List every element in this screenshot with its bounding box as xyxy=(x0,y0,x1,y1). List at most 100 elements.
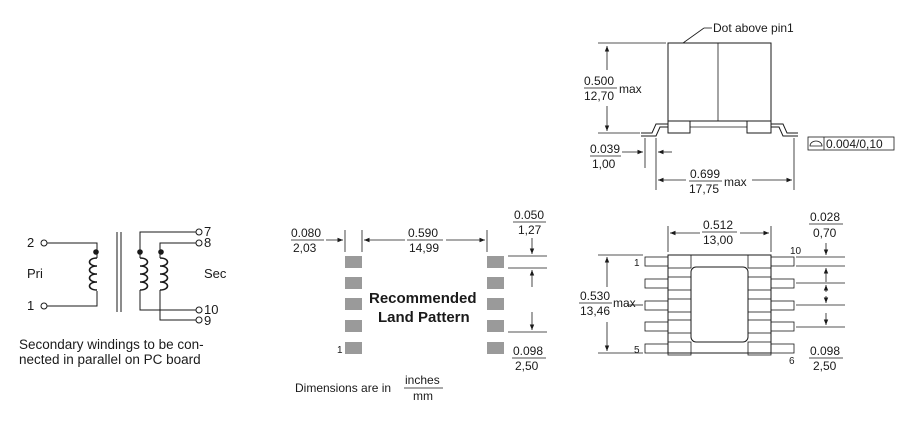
width-inches: 0.530 xyxy=(580,289,610,303)
top-center-window xyxy=(690,266,749,343)
top-pin-5: 5 xyxy=(634,345,640,356)
width-mm: 13,46 xyxy=(580,304,610,318)
lead xyxy=(644,321,669,332)
pin-7-label: 7 xyxy=(204,224,211,239)
side-foot-left xyxy=(667,120,691,134)
lead-shoulder xyxy=(667,341,692,356)
body-width-inches: 0.512 xyxy=(703,218,733,232)
side-lead-right-inner xyxy=(771,126,798,137)
pin-8-terminal xyxy=(195,239,203,247)
lead-width-mm: 0,70 xyxy=(813,226,837,240)
lead-shoulder xyxy=(747,254,772,269)
height-mm: 12,70 xyxy=(584,89,614,103)
lead-pitch-mm: 2,50 xyxy=(813,359,837,373)
side-view: Dot above pin1 0.500 12,70 max 0.039 1,0… xyxy=(584,21,895,196)
lead xyxy=(644,256,669,267)
lead xyxy=(770,300,795,311)
length-mm: 17,75 xyxy=(689,182,719,196)
land-title-line2: Land Pattern xyxy=(378,309,470,326)
pin-9-terminal xyxy=(195,316,203,324)
pitch-mm: 1,27 xyxy=(518,223,542,237)
secondary-lead-7 xyxy=(139,231,196,258)
pin-2-label: 2 xyxy=(27,235,34,250)
pin-8-label: 8 xyxy=(204,235,211,250)
pin-1-label: 1 xyxy=(27,298,34,313)
units-inches: inches xyxy=(405,373,440,387)
lead xyxy=(644,343,669,354)
lead-width-inches: 0.028 xyxy=(810,210,840,224)
pin-9-label: 9 xyxy=(204,313,211,328)
pin-10-terminal xyxy=(195,306,203,314)
secondary-coil-2 xyxy=(159,257,169,291)
land-pad xyxy=(345,298,362,310)
dot-leader xyxy=(682,27,705,44)
lead-shoulder xyxy=(747,341,772,356)
top-pin-6: 6 xyxy=(789,356,795,367)
primary-coil xyxy=(88,257,98,291)
pad-width-inches: 0.080 xyxy=(291,226,321,240)
top-pin-10: 10 xyxy=(790,246,802,257)
lead-shoulder xyxy=(667,298,692,313)
winding-note-line2: nected in parallel on PC board xyxy=(19,352,201,367)
length-max: max xyxy=(724,175,747,189)
pin-7-terminal xyxy=(195,228,203,236)
pin-1-terminal xyxy=(40,302,48,310)
pad-height-inches: 0.098 xyxy=(513,344,543,358)
lead xyxy=(770,256,795,267)
span-inches: 0.590 xyxy=(408,226,438,240)
lead-shoulder xyxy=(667,319,692,334)
lead xyxy=(770,321,795,332)
lead-shoulder xyxy=(747,319,772,334)
span-mm: 14,99 xyxy=(409,241,439,255)
land-pad xyxy=(487,342,504,354)
lead xyxy=(770,343,795,354)
land-title-line1: Recommended xyxy=(369,290,477,307)
dot-above-pin1-label: Dot above pin1 xyxy=(713,21,794,35)
land-pad xyxy=(345,342,362,354)
land-pad xyxy=(345,277,362,289)
top-pin-1: 1 xyxy=(634,258,640,269)
land-pin1-label: 1 xyxy=(337,345,343,356)
land-pad xyxy=(345,256,362,268)
standoff-mm: 1,00 xyxy=(592,157,616,171)
primary-dot xyxy=(93,249,99,255)
land-pattern-view: 1 Recommended Land Pattern 0.080 2,03 0.… xyxy=(291,208,547,373)
coplanarity-value: 0.004/0,10 xyxy=(826,137,883,151)
lead xyxy=(770,278,795,289)
units-prefix: Dimensions are in xyxy=(295,381,391,395)
body-width-mm: 13,00 xyxy=(703,233,733,247)
coplanarity-icon xyxy=(809,140,823,147)
height-inches: 0.500 xyxy=(584,74,614,88)
primary-bottom-lead xyxy=(47,291,98,307)
length-inches: 0.699 xyxy=(690,167,720,181)
side-lead-right xyxy=(771,123,798,134)
units-mm: mm xyxy=(413,389,433,403)
side-lead-left-inner xyxy=(641,126,668,137)
side-lead-left xyxy=(641,123,668,134)
land-pad xyxy=(345,320,362,332)
lead-shoulder xyxy=(747,276,772,291)
secondary-coil-1 xyxy=(139,257,149,291)
width-max: max xyxy=(613,296,636,310)
standoff-inches: 0.039 xyxy=(590,142,620,156)
coplanarity-frame xyxy=(807,136,895,151)
height-max: max xyxy=(619,82,642,96)
pin-2-terminal xyxy=(40,239,48,247)
secondary-label: Sec xyxy=(204,266,227,281)
pad-height-mm: 2,50 xyxy=(515,359,539,373)
top-view: 1 5 10 6 0.512 13,00 0.530 13,46 max 0.0… xyxy=(579,210,845,373)
pad-width-mm: 2,03 xyxy=(293,241,317,255)
top-right-leads xyxy=(747,254,795,356)
pin-10-label: 10 xyxy=(204,302,218,317)
secondary-dot-2 xyxy=(158,249,164,255)
lead-shoulder xyxy=(667,254,692,269)
transformer-schematic: 2 1 7 8 10 9 Pri Sec Secondary windings … xyxy=(19,224,227,367)
lead-pitch-inches: 0.098 xyxy=(810,344,840,358)
land-pad xyxy=(487,256,504,268)
secondary-lead-9 xyxy=(159,290,196,321)
units-note: Dimensions are in inches mm xyxy=(295,373,443,403)
side-foot-right xyxy=(746,120,772,134)
pitch-inches: 0.050 xyxy=(514,208,544,222)
